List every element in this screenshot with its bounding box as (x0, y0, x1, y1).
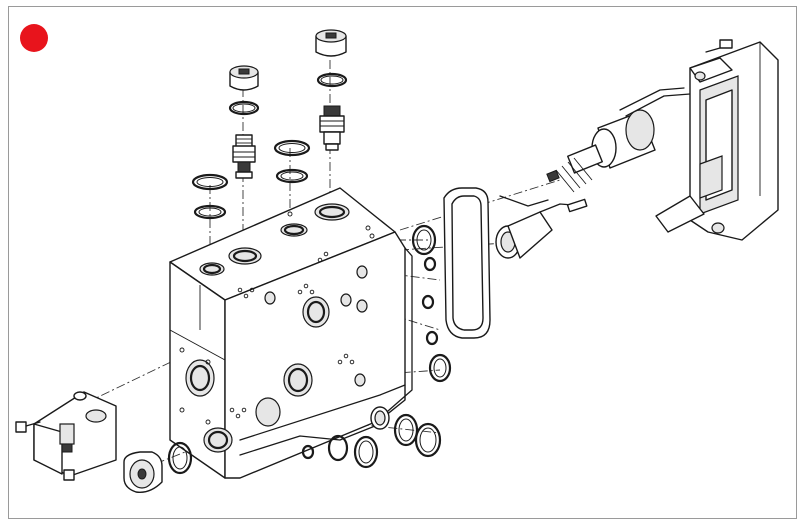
flange-gasket (443, 187, 491, 339)
status-indicator-dot (20, 24, 48, 52)
port-o-rings-right (411, 224, 452, 383)
valve-block (169, 187, 413, 479)
cover-screw-left (15, 421, 41, 433)
top-plug-right (315, 29, 348, 151)
connector-plug (495, 195, 588, 259)
top-seal-rings (191, 139, 311, 220)
end-cover-left (33, 391, 117, 481)
bottom-seal-rings (167, 406, 442, 475)
top-plug-left (228, 65, 260, 179)
solenoid-cover-housing (655, 41, 779, 241)
housing-screw (705, 39, 733, 53)
solenoid-actuator (546, 87, 691, 193)
bottom-plug (123, 451, 163, 493)
